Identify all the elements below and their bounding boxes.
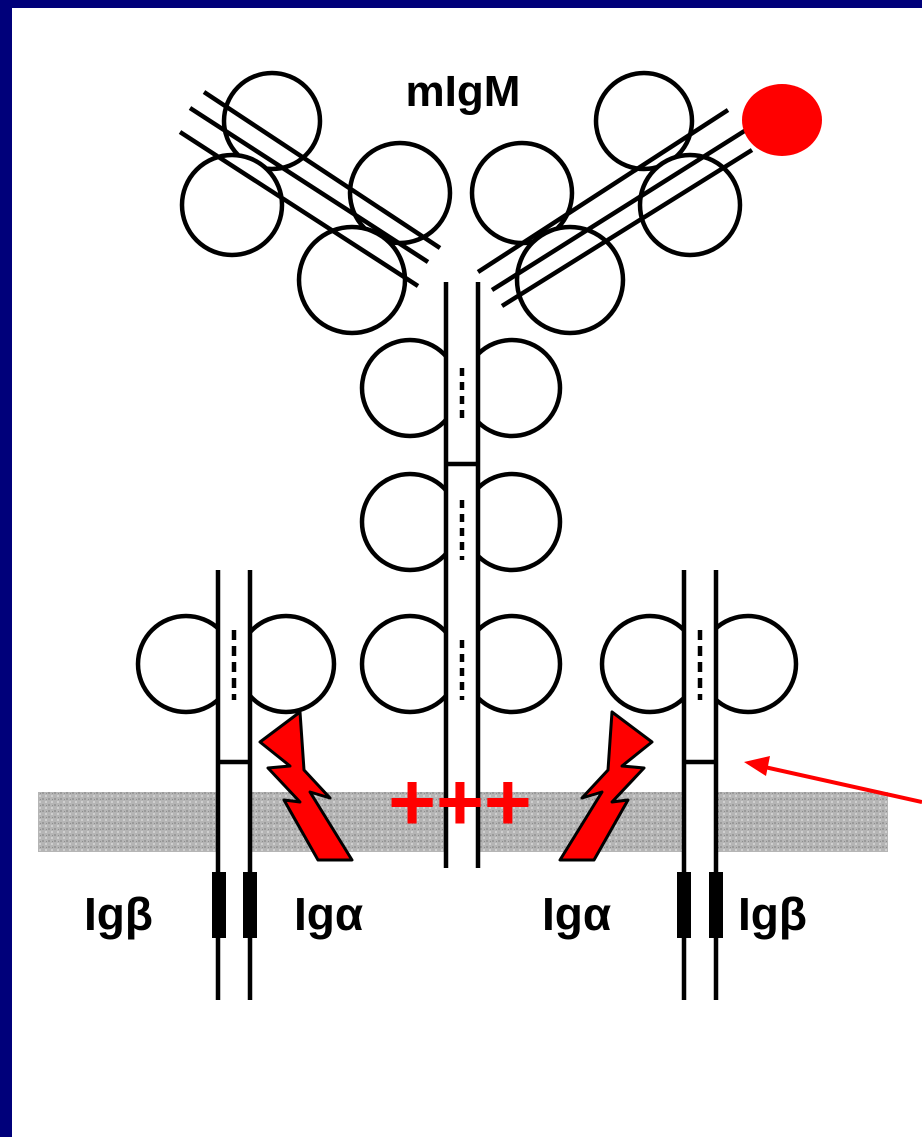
bcr-diagram: mIgM Igβ Igα Igα Igβ +++	[12, 8, 922, 1137]
ig-beta-left-label: Igβ	[84, 888, 153, 940]
ig-alpha-left-label: Igα	[294, 888, 363, 940]
migm-label: mIgM	[406, 67, 521, 116]
diagram-panel: mIgM Igβ Igα Igα Igβ +++	[12, 8, 922, 1137]
ig-beta-right-label: Igβ	[738, 888, 807, 940]
ig-alpha-right-label: Igα	[542, 888, 611, 940]
antigen-dot	[742, 84, 822, 156]
signal-text: +++	[388, 757, 532, 848]
